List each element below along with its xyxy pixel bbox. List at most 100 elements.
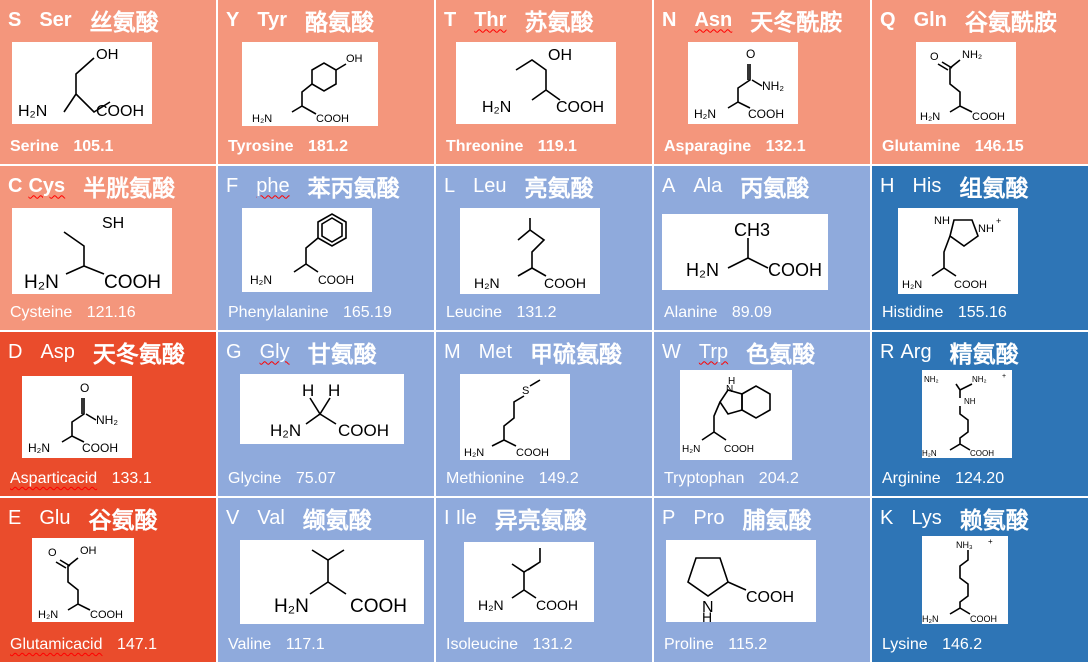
three-letter-code: Cys <box>28 174 66 197</box>
structure-serine: OH H₂N COOH <box>12 42 152 124</box>
three-letter-code: Ser <box>39 8 72 31</box>
atom-oh: OH <box>548 47 572 64</box>
chinese-name: 天冬氨酸 <box>92 341 185 367</box>
atom-h2n: H₂N <box>250 273 272 287</box>
structure-glutamine: O NH₂ H₂N COOH <box>916 42 1016 124</box>
atom-h: H <box>302 381 314 400</box>
cell-footer: Histidine 155.16 <box>882 304 1007 322</box>
chinese-name: 赖氨酸 <box>959 507 1029 533</box>
chinese-name: 甲硫氨酸 <box>530 341 623 367</box>
atom-cooh: COOH <box>536 597 578 613</box>
molecular-weight: 124.20 <box>955 470 1005 487</box>
cell-tyrosine: Y Tyr 酪氨酸 OH H₂N COOH Tyrosine 181.2 <box>218 0 434 164</box>
atom-h2n: H₂N <box>18 103 47 120</box>
one-letter-code: L <box>444 174 456 197</box>
atom-cooh: COOH <box>970 449 994 458</box>
atom-h2n: H₂N <box>270 421 301 440</box>
atom-h2n: H₂N <box>902 279 922 291</box>
charge-plus: + <box>996 216 1001 226</box>
charge-plus: + <box>1002 373 1006 380</box>
cell-footer: Tyrosine 181.2 <box>228 138 348 156</box>
atom-nh: NH <box>934 215 950 227</box>
chinese-name: 半胱氨酸 <box>83 175 176 201</box>
atom-nh2: NH₂ <box>96 413 118 427</box>
atom-h2n: H₂N <box>482 99 511 116</box>
molecular-weight: 119.1 <box>537 138 577 155</box>
cell-histidine: H His 组氨酸 NH NH + H₂N COOH Histidine 155… <box>872 166 1088 330</box>
one-letter-code: C <box>8 174 23 197</box>
cell-footer: Arginine 124.20 <box>882 470 1004 488</box>
atom-h2n: H₂N <box>478 597 504 613</box>
english-name: Serine <box>10 138 59 155</box>
three-letter-code: Met <box>478 340 513 363</box>
three-letter-code: Asn <box>694 8 733 31</box>
one-letter-code: V <box>226 506 240 529</box>
molecular-weight: 181.2 <box>307 138 348 155</box>
atom-h2n: H₂N <box>686 260 719 280</box>
cell-header: G Gly 甘氨酸 <box>226 336 430 368</box>
cell-footer: Threonine 119.1 <box>446 138 577 156</box>
cell-lysine: K Lys 赖氨酸 NH₃ + H₂N COOH Lysine 146.2 <box>872 498 1088 662</box>
charge-plus: + <box>988 537 993 546</box>
atom-h: H <box>728 376 735 387</box>
three-letter-code: Asp <box>40 340 75 363</box>
atom-cooh: COOH <box>544 275 586 291</box>
cell-leucine: L Leu 亮氨酸 H₂N COOH Leucine 131.2 <box>436 166 652 330</box>
cell-alanine: A Ala 丙氨酸 CH3 H₂N COOH Alanine 89.09 <box>654 166 870 330</box>
cell-footer: Valine 117.1 <box>228 636 325 654</box>
one-letter-code: G <box>226 340 242 363</box>
cell-footer: Glutamine 146.15 <box>882 138 1024 156</box>
english-name: Asparagine <box>664 138 752 155</box>
chinese-name: 丙氨酸 <box>740 175 810 201</box>
structure-valine: H₂N COOH <box>240 540 424 624</box>
cell-footer: Glutamicacid 147.1 <box>10 636 157 654</box>
chinese-name: 酪氨酸 <box>304 9 374 35</box>
one-letter-code: E <box>8 506 22 529</box>
chinese-name: 苏氨酸 <box>524 9 594 35</box>
three-letter-code: Gly <box>259 340 290 363</box>
cell-header: S Ser 丝氨酸 <box>8 4 212 36</box>
cell-arginine: R Arg 精氨酸 NH₂ NH₂ + NH H₂N COOH Arginine… <box>872 332 1088 496</box>
structure-tyrosine: OH H₂N COOH <box>242 42 378 126</box>
cell-footer: Leucine 131.2 <box>446 304 557 322</box>
molecular-weight: 132.1 <box>765 138 806 155</box>
molecular-weight: 131.2 <box>516 304 557 321</box>
structure-aspartic-acid: O NH₂ H₂N COOH <box>22 376 132 458</box>
atom-h2n: H₂N <box>24 272 59 293</box>
cell-glycine: G Gly 甘氨酸 H H H₂N COOH Glycine 75.07 <box>218 332 434 496</box>
three-letter-code: Pro <box>693 506 725 529</box>
one-letter-code: D <box>8 340 23 363</box>
atom-cooh: COOH <box>556 99 604 116</box>
atom-h: H <box>328 381 340 400</box>
structure-leucine: H₂N COOH <box>460 208 600 294</box>
three-letter-code: Trp <box>698 340 729 363</box>
cell-header: R Arg 精氨酸 <box>880 336 1084 368</box>
atom-o: O <box>48 547 57 559</box>
three-letter-code: Ala <box>693 174 723 197</box>
atom-cooh: COOH <box>318 273 354 287</box>
chinese-name: 精氨酸 <box>949 341 1019 367</box>
three-letter-code: Ile <box>455 506 477 529</box>
atom-nh: NH <box>978 223 994 235</box>
molecular-weight: 131.2 <box>532 636 573 653</box>
one-letter-code: P <box>662 506 676 529</box>
atom-cooh: COOH <box>96 103 144 120</box>
cell-header: Y Tyr 酪氨酸 <box>226 4 430 36</box>
one-letter-code: A <box>662 174 676 197</box>
structure-glycine: H H H₂N COOH <box>240 374 404 444</box>
cell-header: K Lys 赖氨酸 <box>880 502 1084 534</box>
one-letter-code: H <box>880 174 895 197</box>
atom-cooh: COOH <box>746 589 794 606</box>
atom-h: H <box>702 609 712 622</box>
molecular-weight: 155.16 <box>957 304 1007 321</box>
atom-h2n: H₂N <box>274 596 309 617</box>
atom-cooh: COOH <box>970 614 997 624</box>
three-letter-code: Arg <box>900 340 932 363</box>
cell-header: V Val 缬氨酸 <box>226 502 430 534</box>
chinese-name: 谷氨酰胺 <box>964 9 1057 35</box>
molecular-weight: 115.2 <box>728 636 768 653</box>
cell-aspartic-acid: D Asp 天冬氨酸 O NH₂ H₂N COOH Asparticacid 1… <box>0 332 216 496</box>
cell-asparagine: N Asn 天冬酰胺 O NH₂ H₂N COOH Asparagine 132… <box>654 0 870 164</box>
molecular-weight: 146.15 <box>974 138 1024 155</box>
atom-o: O <box>930 51 939 63</box>
